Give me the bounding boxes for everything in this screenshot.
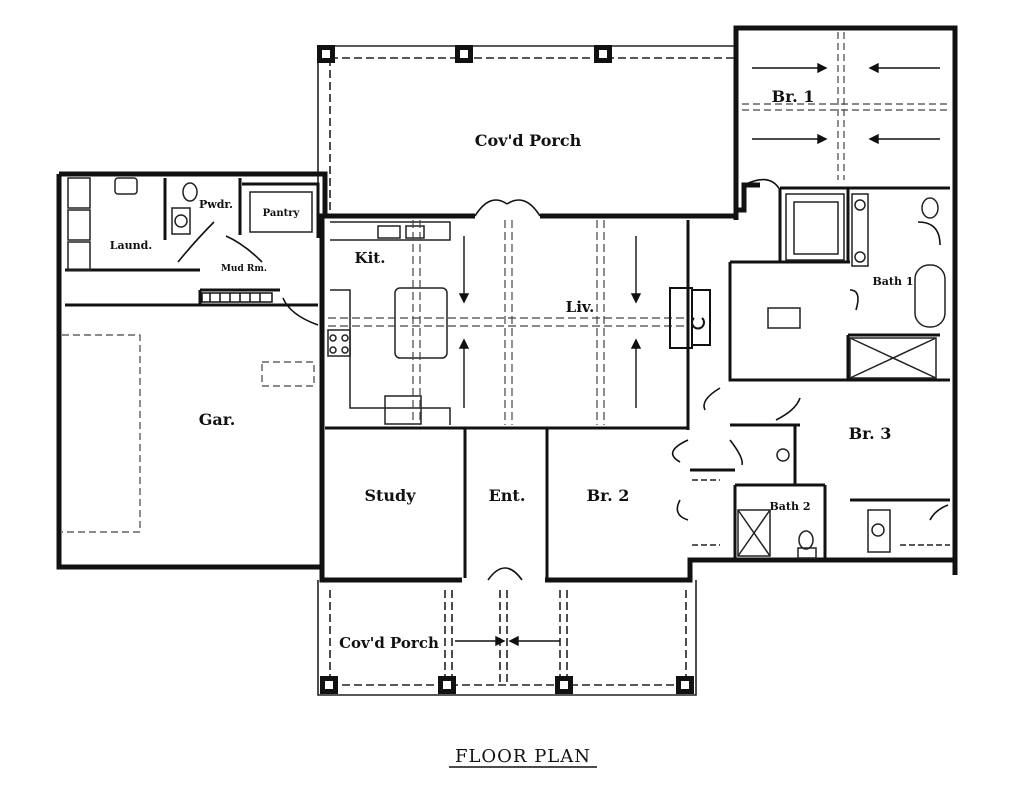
label-bath1: Bath 1 <box>873 275 914 288</box>
main-walls <box>56 171 955 583</box>
br1-arrows <box>752 62 940 145</box>
mudroom-bench <box>201 292 273 303</box>
living-arrows <box>458 236 642 408</box>
front-porch-outline <box>317 580 697 696</box>
label-pwdr: Pwdr. <box>199 198 233 211</box>
fireplace <box>669 287 711 349</box>
bath1-fixtures <box>767 193 946 379</box>
living-dashed-beams <box>328 220 686 425</box>
label-gar: Gar. <box>199 410 236 429</box>
br1-dashed-beams <box>742 32 950 180</box>
front-porch-arrows <box>455 635 560 647</box>
laundry-fixtures <box>67 177 313 271</box>
br1-walls <box>733 25 958 575</box>
garage-inner <box>62 334 315 533</box>
label-bath2: Bath 2 <box>770 500 811 513</box>
label-ent: Ent. <box>489 486 526 505</box>
label-porch-rear: Cov'd Porch <box>475 131 582 150</box>
kitchen-counters <box>327 221 451 425</box>
plan-title: FLOOR PLAN <box>455 746 591 767</box>
label-porch-front: Cov'd Porch <box>339 634 439 652</box>
label-pantry: Pantry <box>263 208 301 219</box>
label-br2: Br. 2 <box>587 486 630 505</box>
label-liv: Liv. <box>566 298 595 316</box>
label-mud: Mud Rm. <box>221 264 267 274</box>
label-br1: Br. 1 <box>772 87 815 106</box>
label-kit: Kit. <box>355 249 386 267</box>
door-swings <box>177 178 949 581</box>
label-br3: Br. 3 <box>849 424 892 443</box>
label-laund: Laund. <box>110 239 152 252</box>
label-study: Study <box>364 486 416 505</box>
interior-walls <box>65 178 950 578</box>
bath2-fixtures <box>692 448 950 559</box>
